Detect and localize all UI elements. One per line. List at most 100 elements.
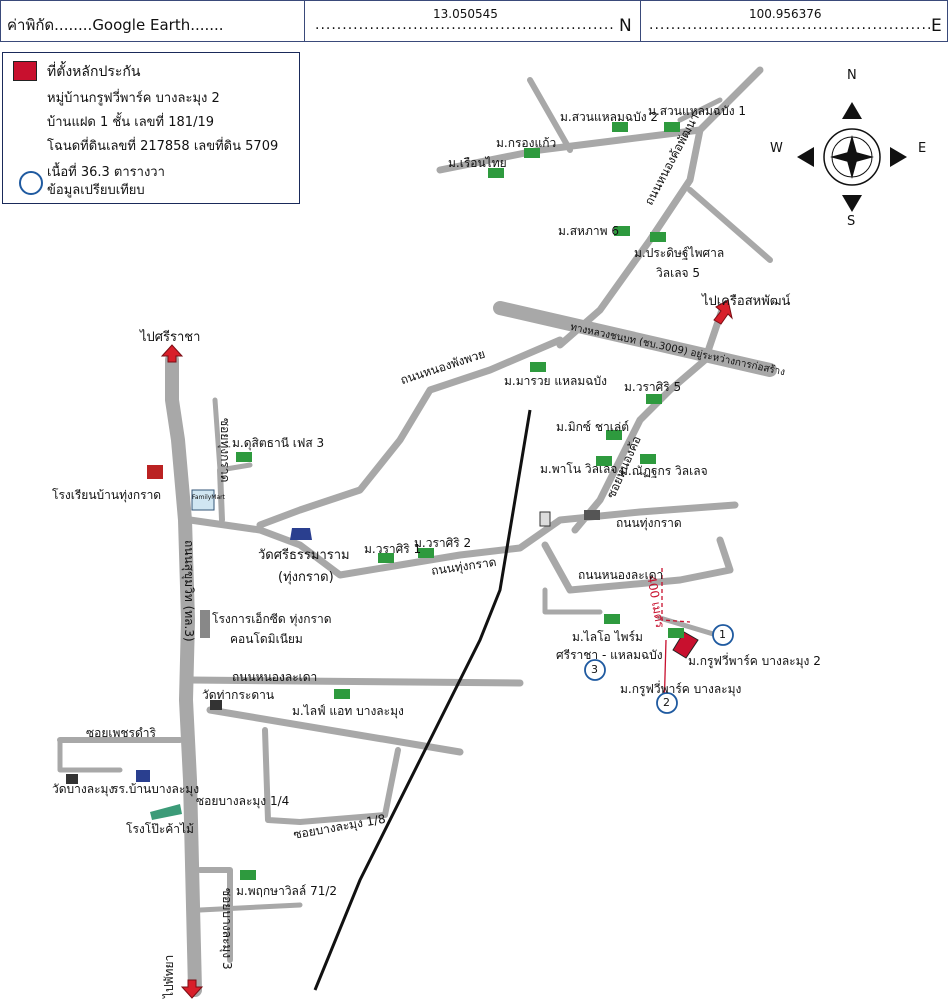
label-pradit-phaisan: ม.ประดิษฐ์ไพศาล xyxy=(634,246,725,260)
compass-rose xyxy=(797,102,907,212)
road-soi-dusit-2 xyxy=(212,397,253,473)
coordinate-header: ค่าพิกัด........Google Earth....... 13.0… xyxy=(0,0,948,42)
longitude-unit: E xyxy=(931,16,942,36)
family-mart-icon xyxy=(191,489,215,511)
road-soi-bang-loop xyxy=(262,727,401,825)
label-condo: คอนโดมิเนียม xyxy=(230,632,303,646)
label-krong-kaew: ม.กรองแก้ว xyxy=(496,136,557,150)
road-north-2 xyxy=(527,77,573,153)
label-hospital: โรงการเอ็กซีด ทุ่งกราด xyxy=(212,612,332,626)
landmark-icons xyxy=(66,465,600,820)
road-label-sukhumvit: ถนนสุขุมวิท (ทล.3) xyxy=(182,540,196,642)
road-label-soi-dusit: ซอยทุ่งกราด xyxy=(218,418,232,483)
latitude-cell: 13.050545 ..............................… xyxy=(305,1,641,41)
label-school: โรงเรียนบ้านทุ่งกราด xyxy=(52,488,162,502)
village-icon-warasiri2 xyxy=(418,548,434,558)
wood-factory-icon xyxy=(150,804,182,820)
compass-s: S xyxy=(847,214,856,229)
label-lio: ม.ไลโอ ไพร์ม xyxy=(572,630,643,644)
village-icon-mix xyxy=(606,430,622,440)
legend-box: ที่ตั้งหลักประกัน หมู่บ้านกรูฟวี่พาร์ค บ… xyxy=(2,52,300,204)
road-sukhumvit xyxy=(165,353,202,997)
road-label-nong-sadao: ถนนหนองละเดา xyxy=(232,670,318,684)
marker-circle-1 xyxy=(712,624,734,646)
marker-circle-2 xyxy=(656,692,678,714)
railway-line xyxy=(313,409,532,991)
label-nantoo: ม.ณัฏฐกร วิลเลจ xyxy=(620,464,708,478)
longitude-cell: 100.956376 .............................… xyxy=(641,1,949,41)
latitude-dots: ........................................… xyxy=(315,17,615,33)
compass-e: E xyxy=(918,141,927,156)
comparison-legend-circle xyxy=(19,171,43,195)
village-icon-life xyxy=(334,689,350,699)
coord-source-label: ค่าพิกัด........Google Earth....... xyxy=(7,16,224,34)
road-soi-bang-3 xyxy=(197,867,233,963)
legend-area: เนื้อที่ 36.3 ตารางวา xyxy=(47,165,165,180)
wat-bang-icon xyxy=(66,774,78,784)
marker-circle-3 xyxy=(584,659,606,681)
road-northeast-2 xyxy=(677,97,723,123)
school-icon xyxy=(147,465,163,479)
label-marker-2: 2 xyxy=(663,696,670,709)
label-to-sriracha: ไปศรีราชา xyxy=(140,330,201,345)
road-label-soi-phet: ซอยเพชรดำริ xyxy=(86,726,156,740)
bus-icon xyxy=(584,510,600,520)
legend-project: หมู่บ้านกรูฟวี่พาร์ค บางละมุง 2 xyxy=(47,91,220,106)
coord-source-cell: ค่าพิกัด........Google Earth....... xyxy=(1,1,305,41)
village-icon-groovy xyxy=(668,628,684,638)
road-north-1 xyxy=(436,66,764,174)
direction-arrows xyxy=(160,299,733,999)
village-icon-lio xyxy=(604,614,620,624)
latitude-value: 13.050545 xyxy=(433,7,498,21)
label-to-sahaphat: ไปเครือสหพัฒน์ xyxy=(702,294,791,309)
compass-w: W xyxy=(770,141,783,156)
label-phruksa: ม.พฤกษาวิลล์ 71/2 xyxy=(236,884,338,898)
label-tung-krad: (ทุ่งกราด) xyxy=(278,570,334,585)
rr-bang-icon xyxy=(136,770,150,782)
label-rr-bang: รร.บ้านบางละมุง xyxy=(112,782,200,796)
village-icon-pano xyxy=(596,456,612,466)
compass-n: N xyxy=(847,68,857,83)
road-lio-spur xyxy=(542,587,603,615)
road-soi-phet-2 xyxy=(57,737,123,773)
label-warasiri1: ม.วราศิริ 1 xyxy=(364,542,422,556)
wat-tha-icon xyxy=(210,700,222,710)
village-icon-suan2 xyxy=(664,122,680,132)
road-groovy-spur xyxy=(657,615,723,639)
label-warasiri2: ม.วราศิริ 2 xyxy=(414,536,472,550)
village-icon-warasiri1 xyxy=(378,553,394,563)
road-nong-sadao-w xyxy=(186,676,524,687)
village-icon-krong xyxy=(524,148,540,158)
label-groovy2: ม.กรูฟวี่พาร์ค บางละมุง 2 xyxy=(688,654,821,668)
legend-deed: โฉนดที่ดินเลขที่ 217858 เลขที่ดิน 5709 xyxy=(47,139,279,154)
road-nong-kham-w xyxy=(256,336,564,529)
label-marker-1: 1 xyxy=(719,628,726,641)
village-icon-suan1 xyxy=(612,122,628,132)
village-icon-sahaphap xyxy=(614,226,630,236)
distance-guide xyxy=(661,568,691,623)
label-sahaphap: ม.สหภาพ 6 xyxy=(558,224,619,238)
condo-icon xyxy=(200,610,210,638)
subject-legend-swatch xyxy=(13,61,37,81)
label-wat-sri: วัดศรีธรรมาราม xyxy=(258,548,350,563)
label-pa-no: ม.พาโน วิลเลจ xyxy=(540,462,618,476)
road-wat-tha xyxy=(206,706,464,756)
label-mar-ruay: ม.มารวย แหลมฉบัง xyxy=(504,374,607,388)
arrow-sriracha xyxy=(160,344,184,363)
label-family-mart: FamilyMart xyxy=(192,494,225,501)
village-icon-ruen xyxy=(488,168,504,178)
road-to-sahaphat xyxy=(571,306,726,534)
village-icon-pradit xyxy=(650,232,666,242)
label-wood: โรงโป๊ะค้าไม้ xyxy=(126,822,194,836)
label-wat-tha: วัดท่ากระดาน xyxy=(202,688,275,702)
road-label-soi-bang-1-4: ซอยบางละมุง 1/4 xyxy=(196,794,290,808)
label-village5: วิลเลจ 5 xyxy=(656,266,701,280)
seven-eleven-icon xyxy=(539,511,551,527)
label-groovy: ม.กรูฟวี่พาร์ค บางละมุง xyxy=(620,682,742,696)
label-suan-hlaem-2: ม.สวนแหลมฉบัง 2 xyxy=(560,110,658,124)
label-dusit: ม.ดุสิตธานี เฟส 3 xyxy=(232,436,325,450)
village-icon-phruksa xyxy=(240,870,256,880)
label-to-pattaya: ไปพัทยา xyxy=(162,954,176,998)
label-sriracha-hlaem: ศรีราชา - แหลมฉบัง xyxy=(556,648,663,662)
